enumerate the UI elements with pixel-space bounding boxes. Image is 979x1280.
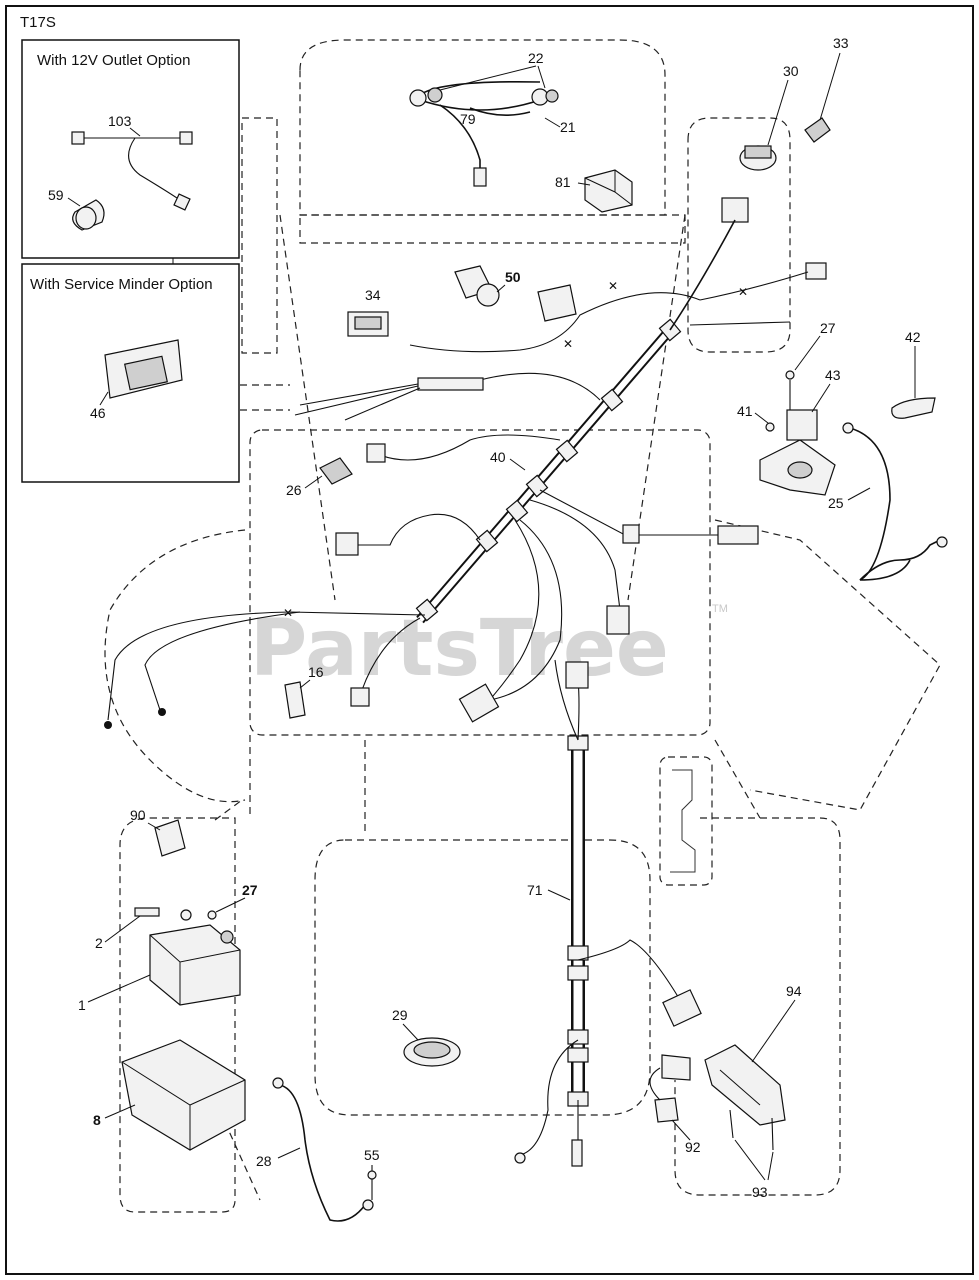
inset-outlet-title: With 12V Outlet Option — [37, 52, 190, 69]
label-26: 26 — [286, 482, 302, 498]
cable-25b — [859, 539, 941, 581]
label-50: 50 — [505, 269, 521, 285]
label-103: 103 — [108, 113, 132, 129]
label-22: 22 — [528, 50, 544, 66]
switch-94 — [704, 1044, 786, 1126]
nut-27b — [207, 910, 217, 920]
label-16: 16 — [308, 664, 324, 680]
label-27b: 27 — [242, 882, 258, 898]
label-55: 55 — [364, 1147, 380, 1163]
battery-tray-8 — [121, 1039, 246, 1151]
svg-text:✕: ✕ — [608, 279, 618, 293]
label-21: 21 — [560, 119, 576, 135]
label-42: 42 — [905, 329, 921, 345]
label-79: 79 — [460, 111, 476, 127]
inset-service-minder: With Service Minder Option — [21, 258, 240, 483]
label-90: 90 — [130, 807, 146, 823]
inset-minder-title: With Service Minder Option — [30, 276, 213, 293]
plug-26 — [319, 457, 353, 485]
label-30: 30 — [783, 63, 799, 79]
label-29: 29 — [392, 1007, 408, 1023]
plug-90 — [154, 819, 186, 857]
switch-50 — [454, 265, 500, 307]
bolt-55 — [367, 1165, 377, 1200]
bolt-93a — [729, 1109, 734, 1139]
label-71: 71 — [527, 882, 543, 898]
boot-42 — [891, 397, 936, 419]
module — [537, 284, 577, 322]
battery-1 — [149, 924, 241, 1006]
tractor-outline — [104, 39, 941, 1213]
part-labels: 22 21 79 81 30 33 50 34 103 59 46 27 42 … — [48, 35, 921, 1200]
key-33 — [804, 117, 831, 143]
switch-16 — [284, 681, 306, 719]
label-81: 81 — [555, 174, 571, 190]
label-33: 33 — [833, 35, 849, 51]
solenoid-43 — [759, 370, 836, 496]
label-25: 25 — [828, 495, 844, 511]
label-94: 94 — [786, 983, 802, 999]
grommet-29 — [403, 1037, 461, 1067]
relay-81 — [584, 169, 633, 213]
label-46: 46 — [90, 405, 106, 421]
plug-92 — [661, 1054, 691, 1081]
watermark-tm: TM — [712, 603, 728, 615]
label-40: 40 — [490, 449, 506, 465]
page-code: T17S — [20, 14, 56, 31]
cable-28 — [272, 1077, 374, 1222]
label-93: 93 — [752, 1184, 768, 1200]
connector-top — [721, 197, 749, 223]
main-harness-40: ✕ ✕ ✕ ✕ — [104, 219, 809, 729]
screw-41 — [765, 422, 775, 432]
headlight-harness — [409, 80, 559, 187]
bolt-93b — [771, 1117, 774, 1151]
label-59: 59 — [48, 187, 64, 203]
inset-12v-outlet: With 12V Outlet Option — [21, 39, 240, 259]
label-27a: 27 — [820, 320, 836, 336]
svg-text:✕: ✕ — [563, 337, 573, 351]
label-92: 92 — [685, 1139, 701, 1155]
label-8: 8 — [93, 1112, 101, 1128]
label-34: 34 — [365, 287, 381, 303]
label-2: 2 — [95, 935, 103, 951]
cable-25 — [849, 427, 911, 581]
svg-text:✕: ✕ — [738, 285, 748, 299]
label-28: 28 — [256, 1153, 272, 1169]
connector-right — [805, 262, 827, 280]
watermark: PartsTree — [250, 604, 669, 694]
label-43: 43 — [825, 367, 841, 383]
ignition-switch-30 — [739, 145, 777, 171]
switch-34 — [347, 311, 389, 337]
label-41: 41 — [737, 403, 753, 419]
rear-harness-71 — [514, 659, 702, 1167]
svg-text:✕: ✕ — [283, 606, 293, 620]
bolt-2 — [134, 907, 160, 917]
outer-frame — [5, 5, 974, 1275]
label-1: 1 — [78, 997, 86, 1013]
